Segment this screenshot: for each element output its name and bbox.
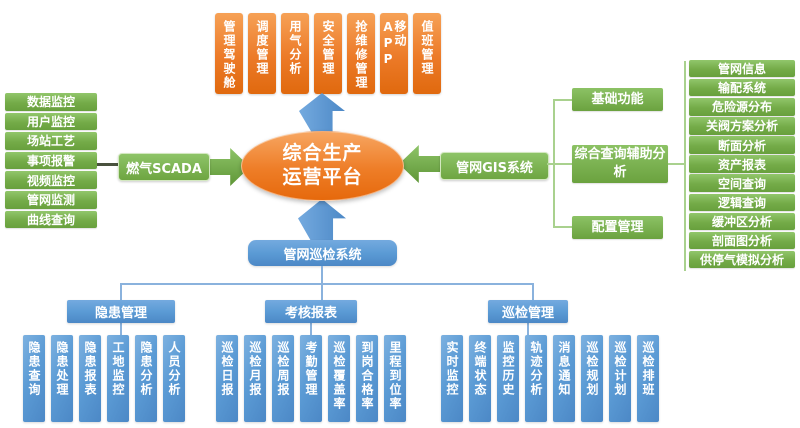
gis-function-list: 管网信息输配系统危险源分布关阀方案分析断面分析资产报表空间查询逻辑查询缓冲区分析… [689, 60, 795, 269]
gis-group-query: 综合查询辅助分析 [572, 145, 668, 183]
gis-function-box: 关阀方案分析 [689, 117, 795, 135]
tree-stub-right-line [532, 283, 534, 300]
inspection-node: 管网巡检系统 [248, 240, 397, 266]
assessment-report-item-list: 巡检日报巡检月报巡检周报考勤管理巡检覆盖率到岗合格率里程到位率 [216, 335, 406, 422]
gis-functions-connector-line [668, 163, 685, 165]
scada-feature-box: 曲线查询 [5, 210, 97, 229]
scada-feature-list: 数据监控用户监控场站工艺事项报警视频监控管网监测曲线查询 [5, 93, 97, 229]
section3-label: 巡检管理 [501, 306, 554, 321]
hidden-danger-item-box: 人员分析 [163, 335, 185, 422]
scada-feature-box: 事项报警 [5, 151, 97, 170]
section1-label: 隐患管理 [94, 306, 147, 321]
tree-root-line [321, 266, 323, 284]
gis-group-basic-label: 基础功能 [591, 91, 644, 107]
gis-function-box: 供停气模拟分析 [689, 250, 795, 269]
section3-child-line [527, 323, 529, 336]
scada-feature-box: 场站工艺 [5, 132, 97, 150]
top-module-box: 移动APP [380, 13, 408, 94]
assessment-report-item-box: 考勤管理 [300, 335, 322, 422]
gis-branch-bottom-line [553, 226, 572, 228]
patrol-management-item-list: 实时监控终端状态监控历史轨迹分析消息通知巡检规划巡检计划巡检排班 [441, 335, 659, 422]
hidden-danger-item-box: 隐患查询 [23, 335, 45, 422]
section-header-patrol-management: 巡检管理 [488, 300, 568, 323]
scada-feature-box: 管网监测 [5, 190, 97, 209]
gis-function-box: 剖面图分析 [689, 231, 795, 250]
inspection-label: 管网巡检系统 [283, 247, 362, 263]
platform-ellipse: 综合生产 运营平台 [241, 131, 404, 201]
gis-functions-bracket-line [684, 61, 686, 271]
platform-title-line1: 综合生产 [282, 142, 363, 165]
gis-node: 管网GIS系统 [440, 152, 549, 180]
section1-child-line [120, 323, 122, 336]
patrol-management-item-box: 消息通知 [553, 335, 575, 422]
gis-function-box: 逻辑查询 [689, 193, 795, 211]
top-module-box: 调度管理 [248, 13, 276, 94]
gis-function-box: 资产报表 [689, 155, 795, 173]
patrol-management-item-box: 终端状态 [469, 335, 491, 422]
assessment-report-item-box: 巡检覆盖率 [328, 335, 350, 422]
assessment-report-item-box: 巡检日报 [216, 335, 238, 422]
scada-feature-box: 数据监控 [5, 93, 97, 111]
gis-group-config-label: 配置管理 [591, 219, 644, 235]
gis-function-box: 断面分析 [689, 136, 795, 154]
top-module-box: 抢维修管理 [347, 13, 375, 94]
gis-function-box: 输配系统 [689, 79, 795, 97]
patrol-management-item-box: 巡检规划 [581, 335, 603, 422]
scada-node: 燃气SCADA [118, 153, 210, 181]
gis-function-box: 缓冲区分析 [689, 212, 795, 231]
patrol-management-item-box: 巡检计划 [609, 335, 631, 422]
tree-horizontal-line [120, 283, 534, 285]
section2-child-line [310, 323, 312, 336]
gis-group-config: 配置管理 [572, 216, 663, 239]
gis-label: 管网GIS系统 [456, 160, 533, 176]
scada-feature-box: 视频监控 [5, 171, 97, 189]
gis-function-box: 危险源分布 [689, 98, 795, 116]
section-header-hidden-danger: 隐患管理 [67, 300, 175, 323]
gis-connector-line [547, 163, 572, 165]
hidden-danger-item-box: 隐患处理 [51, 335, 73, 422]
assessment-report-item-box: 巡检月报 [244, 335, 266, 422]
assessment-report-item-box: 里程到位率 [384, 335, 406, 422]
scada-label: 燃气SCADA [126, 161, 202, 177]
gis-function-box: 管网信息 [689, 60, 795, 78]
hidden-danger-item-box: 隐患分析 [135, 335, 157, 422]
gis-group-query-label: 综合查询辅助分析 [574, 147, 666, 180]
hidden-danger-item-box: 工地监控 [107, 335, 129, 422]
top-module-box: 安全管理 [314, 13, 342, 94]
gis-bracket-line [553, 99, 555, 228]
section2-label: 考核报表 [284, 306, 337, 321]
patrol-management-item-box: 实时监控 [441, 335, 463, 422]
top-module-box: 值班管理 [413, 13, 441, 94]
gis-branch-top-line [553, 99, 572, 101]
up-arrow-bottom-icon [298, 199, 346, 241]
left-arrow-icon [399, 145, 443, 183]
hidden-danger-item-box: 隐患报表 [79, 335, 101, 422]
assessment-report-item-box: 巡检周报 [272, 335, 294, 422]
section-header-assessment-report: 考核报表 [265, 300, 357, 323]
tree-stub-left-line [120, 283, 122, 300]
patrol-management-item-box: 轨迹分析 [525, 335, 547, 422]
scada-feature-box: 用户监控 [5, 112, 97, 131]
top-module-box: 用气分析 [281, 13, 309, 94]
hidden-danger-item-list: 隐患查询隐患处理隐患报表工地监控隐患分析人员分析 [23, 335, 185, 422]
scada-connector-line [97, 163, 118, 166]
tree-stub-center-line [321, 283, 323, 300]
gis-function-box: 空间查询 [689, 174, 795, 192]
patrol-management-item-box: 巡检排班 [637, 335, 659, 422]
assessment-report-item-box: 到岗合格率 [356, 335, 378, 422]
up-arrow-top-icon [299, 93, 345, 132]
top-module-box: 管理驾驶舱 [215, 13, 243, 94]
platform-title-line2: 运营平台 [282, 166, 363, 188]
gis-group-basic: 基础功能 [572, 88, 663, 111]
patrol-management-item-box: 监控历史 [497, 335, 519, 422]
